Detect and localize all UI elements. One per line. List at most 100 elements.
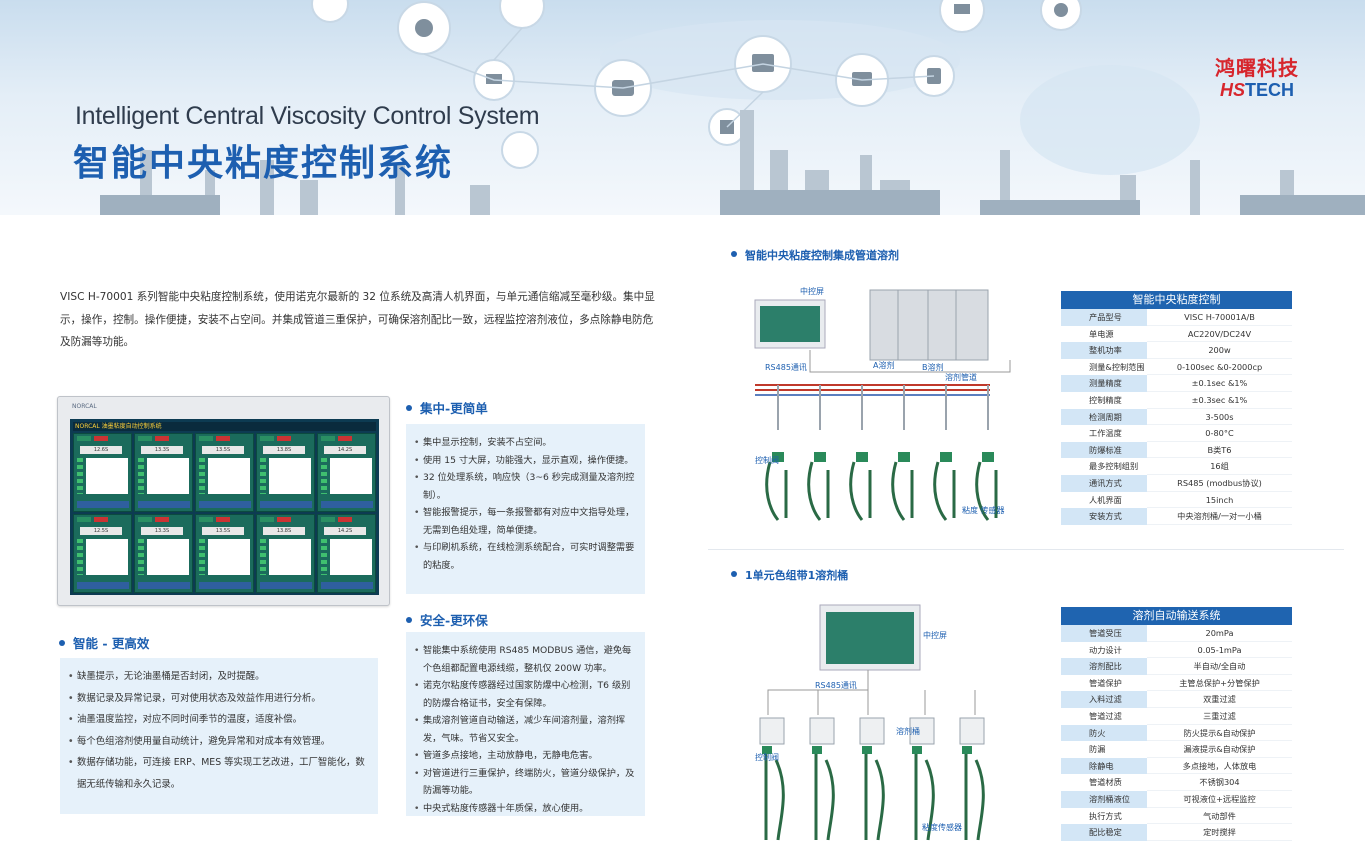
solvent-tank-unit xyxy=(759,717,785,841)
table-value: AC220V/DC24V xyxy=(1147,326,1292,343)
table-value: 不锈钢304 xyxy=(1147,774,1292,791)
table-value: 0-80°C xyxy=(1147,425,1292,442)
table-value: 200w xyxy=(1147,342,1292,359)
intro-paragraph: VISC H-70001 系列智能中央粘度控制系统，使用诺克尔最新的 32 位系… xyxy=(60,291,655,348)
table-key: 测量精度 xyxy=(1061,375,1147,392)
company-logo: 鸿曙科技 HSTECH xyxy=(1215,56,1299,100)
hmi-cell: 13.8S xyxy=(256,433,315,512)
divider xyxy=(708,549,1344,550)
hmi-cell-value: 13.3S xyxy=(141,527,183,535)
hmi-cell-value: 14.2S xyxy=(324,446,366,454)
label2-tank: 溶剂桶 xyxy=(896,726,920,736)
section-smart-title: 智能 - 更高效 xyxy=(59,633,149,652)
table-value: 可视液位+远程监控 xyxy=(1147,791,1292,808)
label2-rs485: RS485通讯 xyxy=(815,680,857,690)
table-value: 16组 xyxy=(1147,458,1292,475)
label-valve: 控制阀 xyxy=(755,455,779,465)
control-valve-unit xyxy=(765,385,788,521)
table-key: 检测周期 xyxy=(1061,408,1147,426)
table-row: 执行方式气动部件 xyxy=(1061,807,1292,825)
logo-tech: TECH xyxy=(1245,80,1294,100)
section-central-list: 集中显示控制，安装不占空间。使用 15 寸大屏，功能强大，显示直观，操作便捷。3… xyxy=(406,424,645,594)
table-row: 控制精度±0.3sec &1% xyxy=(1061,391,1292,409)
list-item: 缺墨提示，无论油墨桶是否封闭，及时提醒。 xyxy=(68,666,368,688)
table-key: 动力设计 xyxy=(1061,641,1147,659)
table-key: 产品型号 xyxy=(1061,309,1147,326)
solvent-tanks xyxy=(869,289,989,361)
table-key: 管道保护 xyxy=(1061,674,1147,692)
hero-banner: Intelligent Central Viscosity Control Sy… xyxy=(0,0,1365,215)
control-valve-unit xyxy=(807,385,830,521)
table-row: 测量精度±0.1sec &1% xyxy=(1061,375,1292,392)
hmi-title: NORCAL 油墨粘度自动控制系统 xyxy=(73,422,376,431)
label2-screen: 中控屏 xyxy=(923,630,947,640)
hmi-cell: 13.5S xyxy=(195,433,254,512)
section-unit-title: 1单元色组带1溶剂桶 xyxy=(731,567,848,583)
table-key: 管道材质 xyxy=(1061,774,1147,791)
table-value: 半自动/全自动 xyxy=(1147,658,1292,675)
table-key: 管道过滤 xyxy=(1061,707,1147,725)
list-item: 智能报警提示，每一条报警都有对应中文指导处理，无需到色组处理，简单便捷。 xyxy=(414,504,635,539)
hmi-cell-value: 13.8S xyxy=(263,446,305,454)
list-item: 集成溶剂管道自动输送，减少车间溶剂量，溶剂挥发，气味。节省又安全。 xyxy=(414,712,635,747)
table-key: 人机界面 xyxy=(1061,491,1147,509)
hmi-cell: 13.3S xyxy=(134,433,193,512)
list-item: 油墨温度监控，对应不同时间季节的温度，适度补偿。 xyxy=(68,709,368,731)
hmi-cell-value: 13.3S xyxy=(141,446,183,454)
table-value: 3-500s xyxy=(1147,409,1292,426)
table-row: 防火防火提示&自动保护 xyxy=(1061,724,1292,742)
list-item: 数据记录及异常记录，可对使用状态及效益作用进行分析。 xyxy=(68,688,368,710)
table-key: 配比稳定 xyxy=(1061,824,1147,841)
table-value: 定时搅拌 xyxy=(1147,824,1292,841)
table-value: RS485 (modbus协议) xyxy=(1147,475,1292,492)
table-value: 0.05-1mPa xyxy=(1147,642,1292,659)
hmi-screen: NORCAL 油墨粘度自动控制系统 12.6S 13.3S 13.5S 13.8S 14… xyxy=(70,419,379,595)
table-value: 漏液提示&自动保护 xyxy=(1147,741,1292,758)
list-item: 管道多点接地，主动放静电，无静电危害。 xyxy=(414,747,635,765)
table-value: 多点接地，人体放电 xyxy=(1147,758,1292,775)
list-item: 对管道进行三重保护，终端防火，管道分级保护，及防漏等功能。 xyxy=(414,765,635,800)
list-item: 使用 15 寸大屏，功能强大，显示直观，操作便捷。 xyxy=(414,452,635,470)
table-value: ±0.1sec &1% xyxy=(1147,375,1292,392)
control-valve-unit xyxy=(891,385,914,521)
label-screen: 中控屏 xyxy=(800,286,824,296)
rs485-cable-2 xyxy=(767,670,976,715)
table-key: 溶剂配比 xyxy=(1061,658,1147,675)
table-key: 溶剂桶液位 xyxy=(1061,790,1147,808)
list-item: 中央式粘度传感器十年质保，放心使用。 xyxy=(414,800,635,818)
table-key: 防漏 xyxy=(1061,741,1147,758)
control-screen-image: NORCAL NORCAL 油墨粘度自动控制系统 12.6S 13.3S 13.5S… xyxy=(57,396,390,606)
table-key: 入料过滤 xyxy=(1061,691,1147,708)
list-item: 32 位处理系统，响应快（3~6 秒完成测量及溶剂控制）。 xyxy=(414,469,635,504)
label2-valve: 控制阀 xyxy=(755,752,779,762)
table-row: 除静电多点接地，人体放电 xyxy=(1061,757,1292,775)
table-row: 安装方式中央溶剂桶/一对一小桶 xyxy=(1061,508,1292,525)
hmi-cell: 12.5S xyxy=(73,514,132,593)
table-value: B类T6 xyxy=(1147,442,1292,459)
hmi-cell-value: 12.6S xyxy=(80,446,122,454)
unit-system-diagram: 中控屏 RS485通讯 溶剂桶 控制阀 粘度传感器 xyxy=(755,604,985,841)
table-row: 配比稳定定时搅拌 xyxy=(1061,824,1292,841)
control-valve-unit xyxy=(849,385,872,521)
table-key: 执行方式 xyxy=(1061,807,1147,825)
pipe-system-diagram: 中控屏 RS485通讯 A溶剂 B溶剂 溶剂管道 控制阀 粘度 传感器 xyxy=(754,286,1011,521)
table-value: 三重过滤 xyxy=(1147,708,1292,725)
hmi-cell-value: 13.8S xyxy=(263,527,305,535)
list-item: 每个色组溶剂使用量自动统计，避免异常和对成本有效管理。 xyxy=(68,731,368,753)
monitor-brand: NORCAL xyxy=(72,403,97,410)
solvent-tank-unit xyxy=(859,717,885,841)
list-item: 数据存储功能，可连接 ERP、MES 等实现工艺改进，工厂智能化，数据无纸传输和… xyxy=(68,752,368,795)
table-key: 测量&控制范围 xyxy=(1061,358,1147,376)
section-smart-list: 缺墨提示，无论油墨桶是否封闭，及时提醒。数据记录及异常记录，可对使用状态及效益作… xyxy=(60,658,378,814)
logo-cn: 鸿曙科技 xyxy=(1215,56,1299,80)
table-value: 双重过滤 xyxy=(1147,691,1292,708)
section-pipe-title: 智能中央粘度控制集成管道溶剂 xyxy=(731,247,899,263)
label-solvent-b: B溶剂 xyxy=(922,362,944,372)
section-safe-title: 安全-更环保 xyxy=(406,610,488,629)
